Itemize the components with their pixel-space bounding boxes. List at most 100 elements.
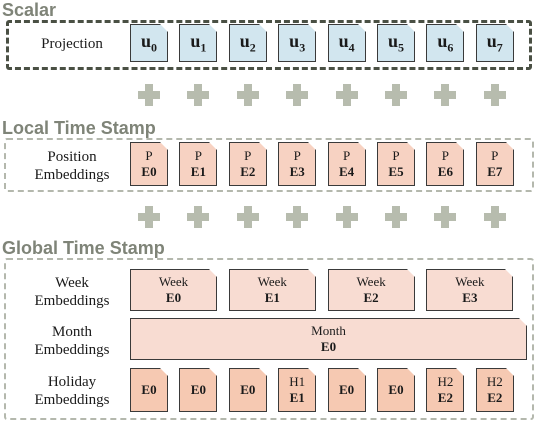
week-card-bottom: E0 (165, 290, 182, 305)
holiday-card-top: H2 (437, 374, 454, 389)
holiday-embeddings-label: Holiday Embeddings (22, 373, 122, 409)
month-card-bottom: E0 (320, 339, 337, 354)
week-label-line2: Embeddings (34, 293, 110, 309)
week-card-top: Week (356, 274, 386, 289)
position-card-bottom: E6 (437, 164, 453, 179)
local-title: Local Time Stamp (2, 118, 156, 138)
holiday-card: E0 (327, 368, 366, 412)
scalar-token-card: u4 (327, 24, 366, 62)
holiday-card-bottom: E0 (388, 382, 404, 397)
scalar-token-card: u5 (377, 24, 415, 62)
scalar-title: Scalar (2, 0, 57, 20)
holiday-card-bottom: E0 (240, 382, 256, 397)
position-card-bottom: E4 (339, 164, 355, 179)
scalar-token-label: u2 (239, 30, 256, 55)
month-embeddings-label: Month Embeddings (22, 323, 122, 359)
plus-icon (286, 84, 309, 106)
position-embeddings-label: Position Embeddings (22, 148, 122, 184)
plus-icon (286, 206, 309, 228)
week-card-bottom: E2 (363, 290, 379, 305)
week-card-bottom: E1 (264, 290, 280, 305)
position-label-line1: Position (47, 149, 97, 165)
plus-icon (187, 206, 210, 228)
month-card-top: Month (311, 323, 346, 338)
holiday-card-top: H2 (486, 374, 503, 389)
scalar-token-label: u1 (190, 30, 207, 55)
projection-label: Projection (41, 36, 103, 52)
plus-icon (483, 206, 506, 228)
week-embeddings-label: Week Embeddings (22, 274, 122, 310)
position-card-bottom: E7 (487, 164, 503, 179)
holiday-card: E0 (179, 368, 218, 412)
plus-icon (434, 206, 457, 228)
week-card-bottom: E3 (462, 290, 478, 305)
scalar-token-index: 7 (496, 40, 503, 55)
position-card-bottom: E2 (240, 164, 256, 179)
position-label-line2: Embeddings (34, 167, 110, 183)
plus-icon (434, 84, 457, 106)
scalar-token-index: 1 (200, 40, 207, 55)
week-card-top: Week (257, 274, 287, 289)
month-card: Month E0 (130, 318, 527, 360)
holiday-card-bottom: E2 (487, 390, 503, 405)
scalar-token-index: 6 (447, 40, 454, 55)
plus-icon (138, 206, 160, 228)
position-card-bottom: E1 (190, 164, 206, 179)
position-card-top: P (244, 148, 252, 163)
scalar-token-label: u7 (486, 30, 503, 55)
scalar-token-label: u4 (338, 30, 355, 55)
scalar-token-card: u3 (278, 24, 317, 62)
scalar-token-card: u7 (475, 24, 514, 62)
month-label-line1: Month (51, 324, 92, 340)
scalar-token-card: u6 (426, 24, 465, 62)
global-title: Global Time Stamp (2, 238, 165, 258)
plus-icon (335, 206, 358, 228)
scalar-token-label: u0 (140, 30, 157, 55)
position-card-top: P (491, 148, 499, 163)
scalar-token-index: 3 (299, 40, 306, 55)
month-label-line2: Embeddings (34, 342, 110, 358)
holiday-card-bottom: E0 (339, 382, 355, 397)
position-card-top: P (392, 148, 400, 163)
holiday-card: E0 (228, 368, 267, 412)
scalar-token-card: u2 (228, 24, 267, 62)
plus-icon (236, 84, 259, 106)
plus-icon (483, 84, 506, 106)
local-frame (4, 138, 534, 192)
scalar-token-label: u5 (387, 30, 404, 55)
holiday-label-line2: Embeddings (34, 392, 110, 408)
global-frame (4, 258, 534, 420)
plus-icon (236, 206, 259, 228)
position-card-bottom: E0 (141, 164, 157, 179)
holiday-card-bottom: E1 (289, 390, 305, 405)
week-label-line1: Week (55, 275, 89, 291)
scalar-token-label: u3 (289, 30, 306, 55)
position-card-bottom: E5 (388, 164, 404, 179)
plus-icon (385, 84, 407, 106)
holiday-card-bottom: E0 (190, 382, 206, 397)
holiday-card: E0 (130, 368, 168, 412)
scalar-token-index: 5 (398, 40, 404, 55)
scalar-token-index: 2 (249, 40, 256, 55)
plus-icon (138, 84, 160, 106)
week-card-top: Week (455, 274, 485, 289)
plus-icon (385, 206, 407, 228)
week-card-top: Week (158, 274, 189, 289)
scalar-token-card: u1 (179, 24, 218, 62)
holiday-card-bottom: E0 (141, 382, 157, 397)
position-card-top: P (145, 148, 153, 163)
position-card-top: P (441, 148, 449, 163)
scalar-token-index: 4 (348, 40, 355, 55)
